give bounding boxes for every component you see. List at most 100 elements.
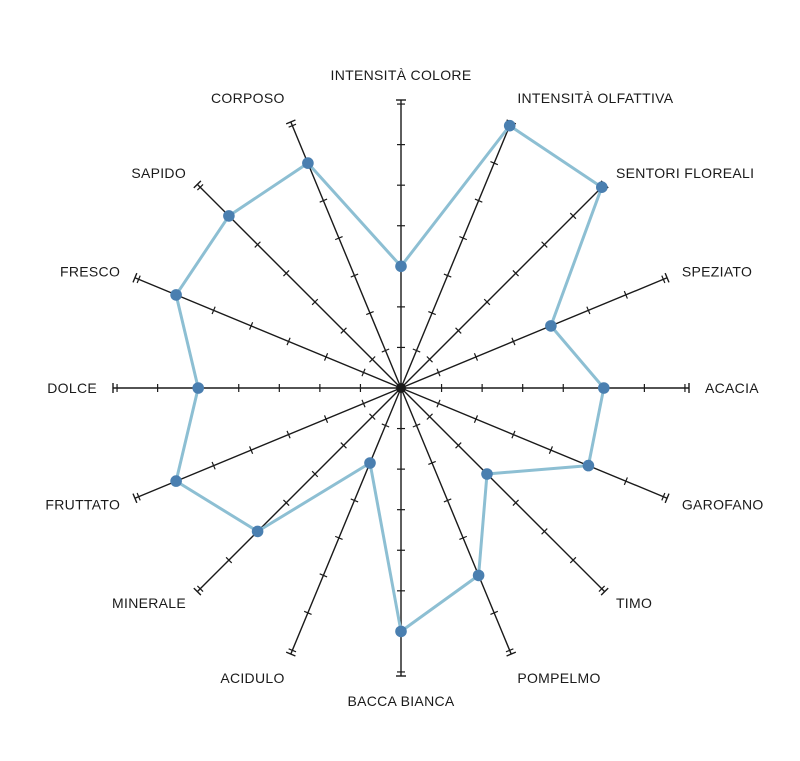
axis-label-minerale: MINERALE (112, 595, 186, 611)
axis-end-cap (664, 493, 670, 504)
axis-line-acidulo (290, 387, 402, 655)
axis-line-sentori-floreali (400, 183, 606, 389)
axis-tick (369, 356, 376, 363)
axis-tick (350, 498, 359, 503)
data-point (395, 260, 407, 273)
axis-end-cap (193, 587, 202, 596)
axis-tick (323, 353, 329, 361)
axis-tick (286, 337, 291, 346)
axis-end-cap (285, 119, 296, 125)
axis-line-timo (400, 387, 606, 593)
axis-tick (361, 399, 366, 408)
data-point (192, 382, 204, 394)
axis-tick (541, 528, 548, 535)
axis-tick (136, 492, 141, 501)
axis-tick (361, 368, 366, 377)
axis-tick (283, 499, 290, 506)
data-point (364, 457, 376, 469)
axis-tick (511, 337, 516, 346)
axis-tick (428, 310, 436, 316)
axis-tick (436, 368, 441, 377)
data-point (170, 289, 182, 301)
axis-tick (286, 430, 291, 439)
axis-end-cap (132, 272, 138, 283)
axis-tick (474, 198, 483, 203)
axis-tick (623, 477, 628, 486)
axis-tick (623, 290, 628, 299)
axis-tick (443, 498, 452, 503)
axis-tick (288, 648, 297, 653)
data-point (251, 525, 264, 538)
axis-tick (512, 270, 519, 277)
axis-tick (136, 275, 141, 284)
axis-tick (455, 327, 462, 334)
axis-tick (661, 275, 666, 284)
axis-label-intensita-colore: INTENSITÀ COLORE (331, 67, 472, 83)
axis-line-speziato (400, 277, 668, 389)
axis-tick (381, 423, 390, 428)
axis-label-garofano: GAROFANO (682, 496, 764, 512)
center-hub (396, 383, 406, 393)
axis-tick (598, 585, 606, 593)
data-point (545, 320, 557, 332)
axis-label-dolce: DOLCE (47, 380, 97, 396)
axis-label-timo: TIMO (616, 595, 652, 611)
axis-tick (511, 430, 516, 439)
axis-tick (323, 415, 329, 423)
series-layer (170, 119, 610, 638)
axis-tick (490, 161, 499, 166)
axis-tick (350, 273, 359, 278)
axis-tick (319, 573, 328, 578)
axis-label-acidulo: ACIDULO (220, 670, 284, 686)
axis-tick (541, 241, 548, 248)
axis-tick (483, 298, 491, 306)
axis-label-bacca-bianca: BACCA BIANCA (347, 693, 454, 709)
axis-tick (436, 399, 441, 408)
axis-tick (288, 123, 297, 128)
axis-tick (569, 556, 577, 564)
axis-tick (548, 446, 553, 455)
axis-end-cap (506, 651, 517, 657)
axis-tick (459, 535, 468, 540)
data-point (472, 569, 485, 582)
axis-tick (211, 461, 216, 470)
axis-label-sapido: SAPIDO (131, 165, 186, 181)
axis-tick (369, 413, 376, 420)
axis-tick (249, 446, 254, 455)
axis-tick (473, 415, 479, 423)
axis-line-garofano (400, 387, 668, 499)
data-point (223, 210, 235, 222)
data-point (596, 181, 608, 193)
axis-tick (661, 492, 666, 501)
axis-line-intensita-olfattiva (400, 121, 512, 389)
axis-end-cap (600, 587, 609, 596)
axis-tick (512, 499, 519, 506)
axis-tick (426, 356, 433, 363)
axis-tick (334, 535, 343, 540)
axis-label-acacia: ACACIA (705, 380, 759, 396)
axis-end-cap (664, 272, 670, 283)
axis-tick (586, 306, 591, 315)
axis-tick (412, 423, 421, 428)
data-point (302, 157, 314, 169)
data-point (582, 459, 595, 472)
axis-tick (443, 273, 452, 278)
axis-label-corposo: CORPOSO (211, 90, 285, 106)
axis-tick (426, 413, 433, 420)
axis-tick (505, 648, 514, 653)
axis-tick (254, 241, 261, 248)
axis-tick (311, 470, 319, 478)
axis-end-cap (285, 651, 296, 657)
axis-label-sentori-floreali: SENTORI FLOREALI (616, 165, 754, 181)
data-point (481, 468, 493, 480)
axis-tick (196, 183, 204, 191)
axis-tick (490, 610, 499, 615)
axis-label-pompelmo: POMPELMO (517, 670, 600, 686)
axis-tick (459, 236, 468, 241)
axis-tick (340, 442, 347, 449)
axis-tick (311, 298, 319, 306)
axis-tick (303, 610, 312, 615)
axis-tick (428, 460, 436, 466)
